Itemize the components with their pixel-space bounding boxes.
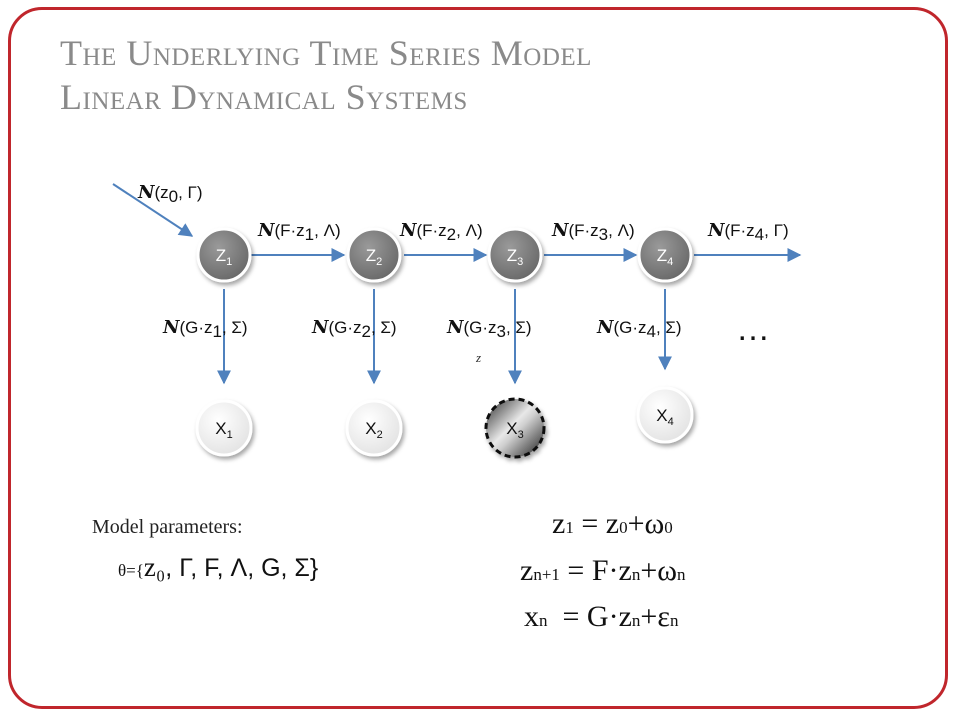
hidden-node-z1: Z1 xyxy=(196,227,252,283)
init-arrow xyxy=(112,183,194,237)
parameter-set-open: θ={ xyxy=(118,561,144,580)
slide-frame xyxy=(8,7,948,709)
ellipsis: … xyxy=(736,310,770,348)
parameter-set-rest: , Γ, F, Λ, G, Σ} xyxy=(165,554,319,582)
model-parameters-label: Model parameters: xyxy=(92,516,243,538)
emission-label-2: N(G·z2, Σ) xyxy=(311,317,397,341)
transition-label-2: N(F·z2, Λ) xyxy=(399,220,483,244)
stray-z-mark: z xyxy=(475,350,481,365)
equation-observation: xn = G·zn+εn xyxy=(524,600,679,633)
svg-text:Z4: Z4 xyxy=(657,246,674,268)
parameter-z0: z₀ xyxy=(143,552,166,582)
init-label: N(z0, Γ) xyxy=(137,182,203,206)
equation-initial-state: z1 = z0+ω0 xyxy=(552,507,673,540)
observed-node-x3-missing: X3 xyxy=(484,397,546,459)
svg-text:X1: X1 xyxy=(215,419,232,441)
transition-label-4: N(F·z4, Γ) xyxy=(707,220,789,244)
equation-state-transition: zn+1 = F·zn+ωn xyxy=(520,554,686,587)
svg-text:Z1: Z1 xyxy=(216,246,233,268)
observed-node-x4: X4 xyxy=(636,386,694,444)
svg-text:X3: X3 xyxy=(506,419,523,441)
hidden-node-z4: Z4 xyxy=(637,227,693,283)
emission-label-1: N(G·z1, Σ) xyxy=(162,317,248,341)
svg-text:Z3: Z3 xyxy=(507,246,524,268)
title-line-2: Linear Dynamical Systems xyxy=(60,77,468,117)
hidden-node-z2: Z2 xyxy=(346,227,402,283)
svg-text:X4: X4 xyxy=(656,406,673,428)
transition-label-3: N(F·z3, Λ) xyxy=(551,220,635,244)
observed-node-x2: X2 xyxy=(345,399,403,457)
parameter-set: θ={z₀, Γ, F, Λ, G, Σ} xyxy=(118,552,318,583)
title-line-1: The Underlying Time Series Model xyxy=(60,33,592,73)
emission-label-3: N(G·z3, Σ) xyxy=(446,317,532,341)
transition-label-1: N(F·z1, Λ) xyxy=(257,220,341,244)
observed-node-x1: X1 xyxy=(195,399,253,457)
svg-text:Z2: Z2 xyxy=(366,246,383,268)
hidden-node-z3: Z3 xyxy=(487,227,543,283)
emission-label-4: N(G·z4, Σ) xyxy=(596,317,682,341)
svg-text:X2: X2 xyxy=(365,419,382,441)
